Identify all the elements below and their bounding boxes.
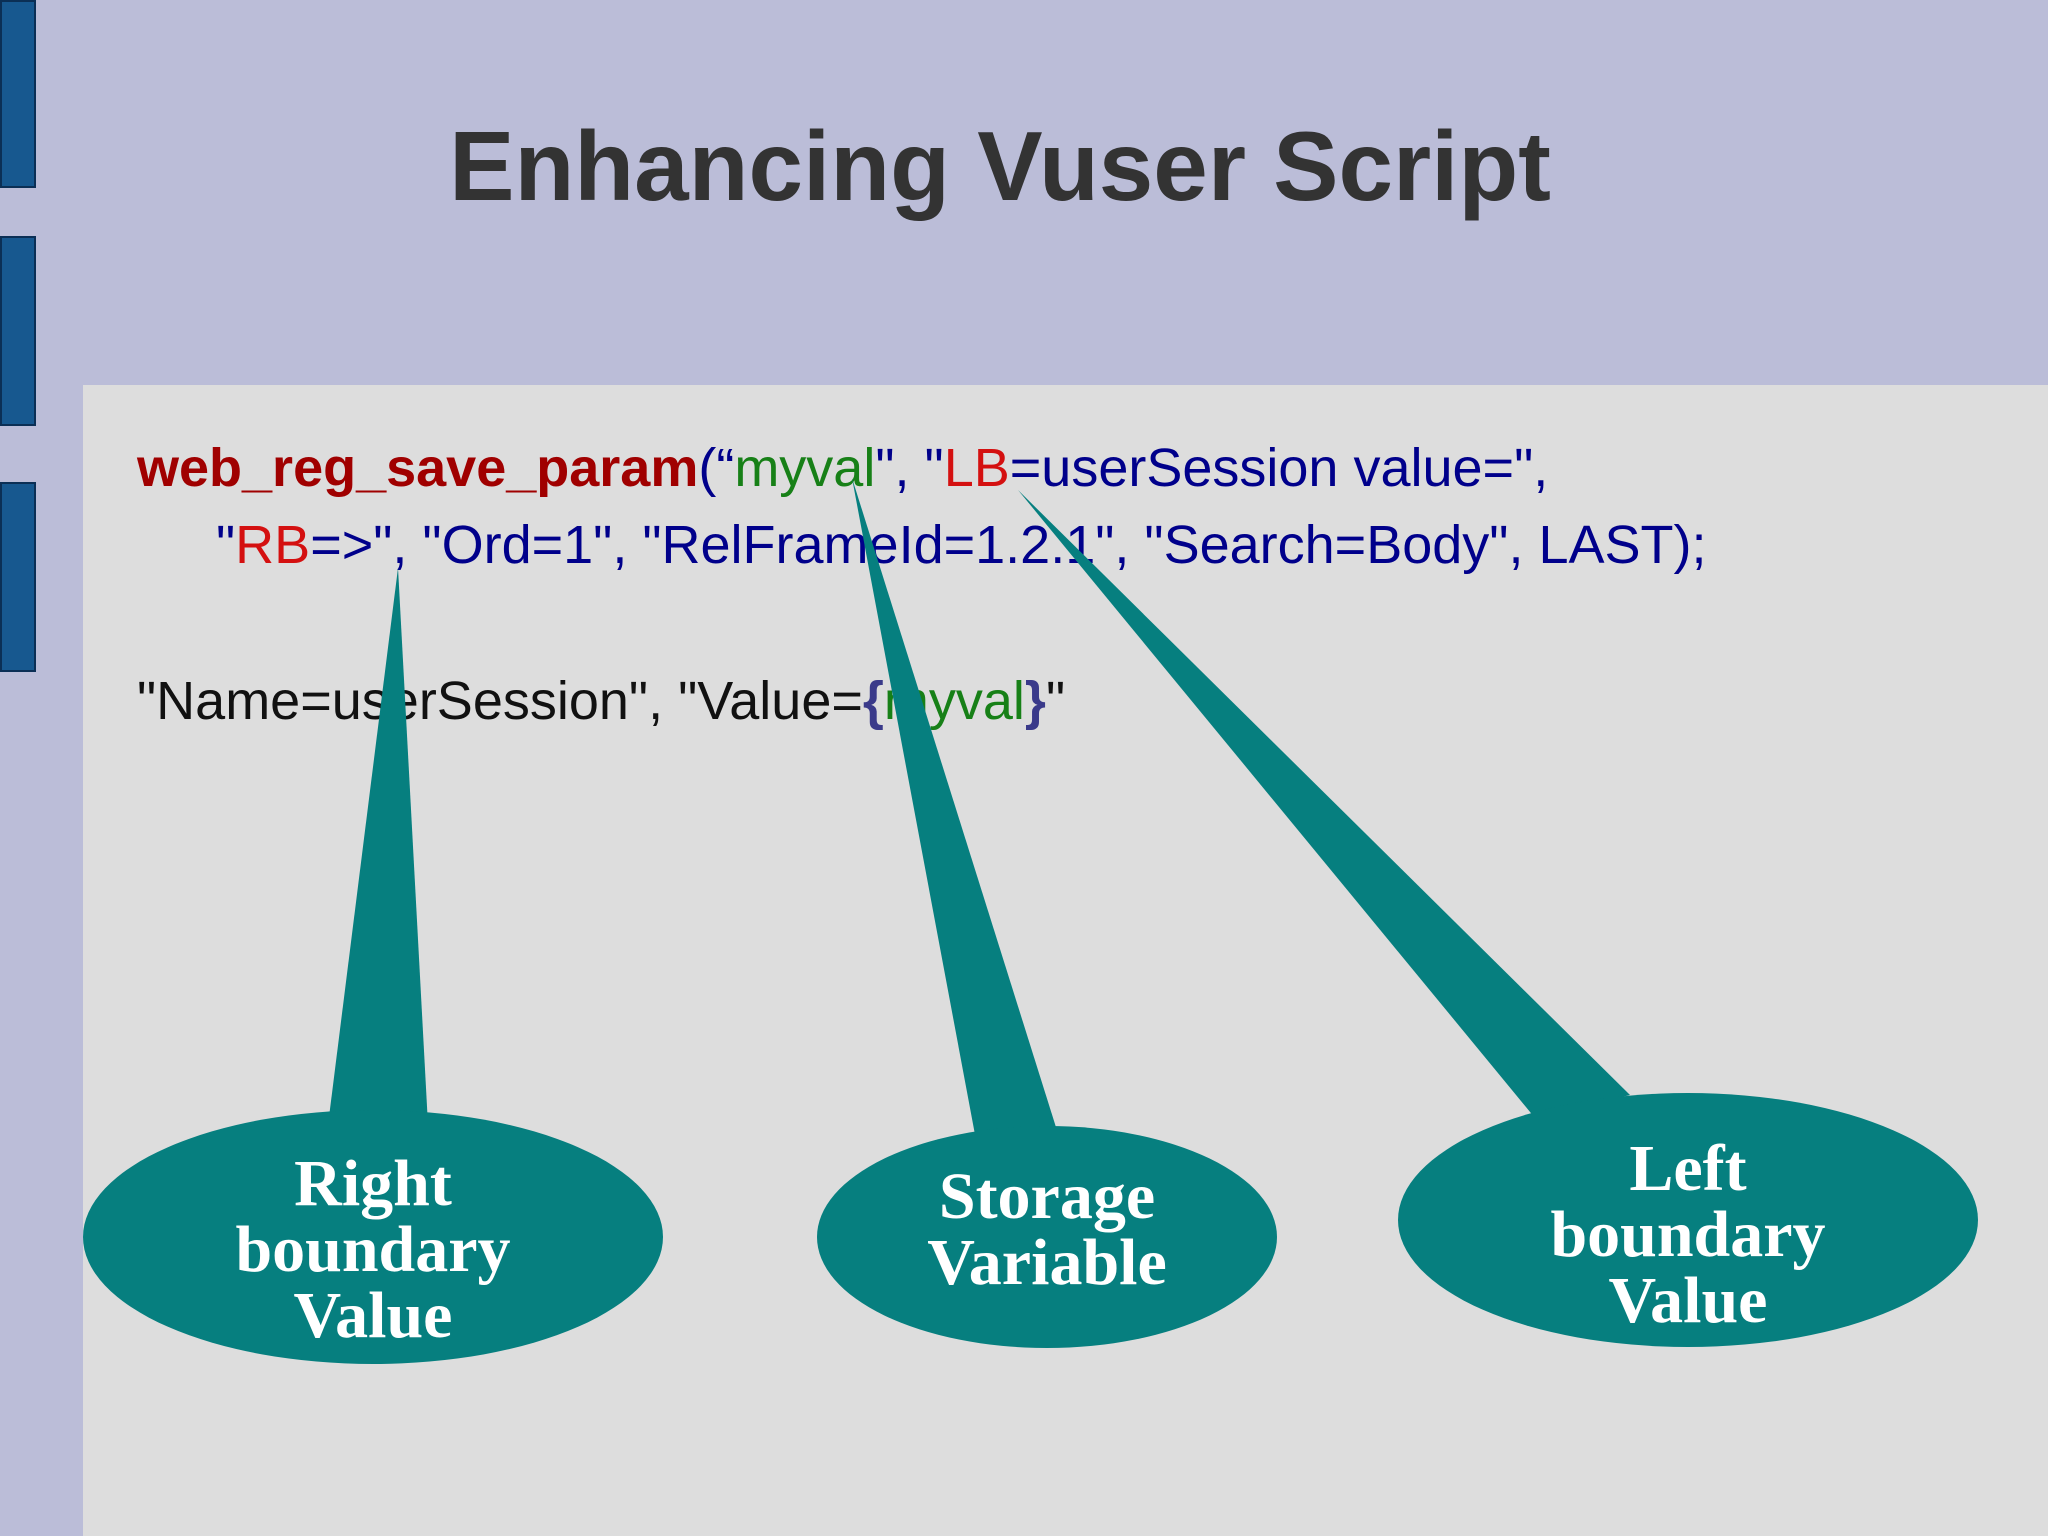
code-line-2: "RB=>", "Ord=1", "RelFrameId=1.2.1", "Se… <box>216 513 1707 578</box>
storage-variable-line-2: Variable <box>927 1226 1167 1299</box>
open-paren: (“ <box>698 438 735 498</box>
left-boundary-line-1: Left <box>1629 1132 1747 1205</box>
right-boundary-line-2: boundary <box>235 1213 511 1286</box>
lb-key: LB <box>943 438 1010 498</box>
storage-variable-name: myval <box>734 438 876 498</box>
code-line-1: web_reg_save_param(“myval", "LB=userSess… <box>137 436 1548 501</box>
left-boundary-line-3: Value <box>1608 1264 1768 1337</box>
right-boundary-line-1: Right <box>294 1147 452 1220</box>
side-bar-bottom <box>0 482 36 672</box>
function-name: web_reg_save_param <box>137 438 699 498</box>
storage-variable-bubble <box>817 1126 1277 1348</box>
right-boundary-bubble <box>83 1110 663 1364</box>
separator: ", " <box>875 438 944 498</box>
left-boundary-bubble <box>1398 1093 1978 1347</box>
right-boundary-line-3: Value <box>293 1279 453 1352</box>
name-value-prefix: "Name=userSession", "Value= <box>137 671 863 731</box>
rb-key: RB <box>235 515 311 575</box>
right-boundary-label: Right boundary Value <box>123 1150 623 1350</box>
slide-title: Enhancing Vuser Script <box>449 111 1551 221</box>
left-boundary-label: Left boundary Value <box>1438 1135 1938 1335</box>
left-boundary-line-2: boundary <box>1550 1198 1826 1271</box>
storage-variable-pointer <box>852 478 1060 1140</box>
side-bar-middle <box>0 236 36 426</box>
right-boundary-pointer <box>328 568 428 1125</box>
closing-quote: " <box>1045 671 1066 731</box>
lb-value: =userSession value=", <box>1009 438 1549 498</box>
storage-variable-label: Storage Variable <box>847 1160 1247 1300</box>
left-boundary-pointer <box>1018 490 1630 1118</box>
storage-variable-line-1: Storage <box>938 1160 1156 1233</box>
quote: " <box>216 515 236 575</box>
side-bar-top <box>0 0 36 188</box>
brace-open: { <box>862 671 884 731</box>
rb-value-and-options: =>", "Ord=1", "RelFrameId=1.2.1", "Searc… <box>310 515 1707 575</box>
brace-close: } <box>1024 671 1046 731</box>
